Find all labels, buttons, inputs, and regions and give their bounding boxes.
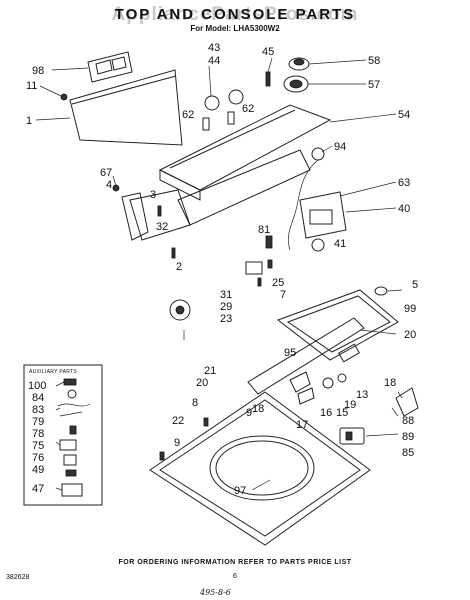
callout-78: 78 <box>32 428 44 440</box>
part-11-screw <box>60 93 68 101</box>
callout-88: 88 <box>402 415 414 427</box>
callout-18-right: 18 <box>384 377 396 389</box>
part-57-timer <box>283 75 309 93</box>
part-54-console <box>158 104 332 201</box>
callout-100: 100 <box>28 380 46 392</box>
callout-67: 67 <box>100 167 112 179</box>
callout-19: 19 <box>344 399 356 411</box>
callout-20-left: 20 <box>196 377 208 389</box>
part-88-89-parts <box>395 387 419 417</box>
page-number: 6 <box>233 573 237 580</box>
callout-20-top: 20 <box>404 329 416 341</box>
part-43-44-switches <box>202 89 244 131</box>
callout-8: 8 <box>192 397 198 409</box>
callout-62-left: 62 <box>182 109 194 121</box>
callout-83: 83 <box>32 404 44 416</box>
ordering-instruction: FOR ORDERING INFORMATION REFER TO PARTS … <box>118 559 352 566</box>
callout-41: 41 <box>334 238 346 250</box>
callout-22: 22 <box>172 415 184 427</box>
part-63-wire-harness <box>287 159 319 251</box>
callout-7: 7 <box>280 289 286 301</box>
callout-47: 47 <box>32 483 44 495</box>
callout-94: 94 <box>334 141 346 153</box>
part-81-relay <box>265 235 273 249</box>
callout-2: 2 <box>176 261 182 273</box>
part-94-switch <box>311 147 325 161</box>
part-1-rear-panel <box>69 69 183 146</box>
callout-57: 57 <box>368 79 380 91</box>
document-number: 382628 <box>6 574 30 581</box>
handwritten-note: 495-8-6 <box>200 588 231 597</box>
part-18-lid-switch <box>289 343 360 405</box>
callout-16: 16 <box>320 407 332 419</box>
callout-4: 4 <box>106 179 112 191</box>
callout-62-right: 62 <box>242 103 254 115</box>
callout-75: 75 <box>32 440 44 452</box>
callout-32: 32 <box>156 221 168 233</box>
part-8-clip <box>159 417 209 461</box>
callout-21: 21 <box>204 365 216 377</box>
callout-45: 45 <box>262 46 274 58</box>
part-21-lid-frame <box>247 317 365 395</box>
part-25-plug <box>267 259 273 269</box>
callout-9-left: 9 <box>174 437 180 449</box>
callout-85: 85 <box>402 447 414 459</box>
callout-1: 1 <box>26 115 32 127</box>
callout-43: 43 <box>208 42 220 54</box>
part-29-timer-motor <box>169 261 263 340</box>
callout-49: 49 <box>32 464 44 476</box>
callout-5: 5 <box>412 279 418 291</box>
callout-84: 84 <box>32 392 44 404</box>
leader-lines <box>35 57 403 491</box>
part-7-lid <box>276 289 399 361</box>
callout-76: 76 <box>32 452 44 464</box>
callout-81: 81 <box>258 224 270 236</box>
aux-box-title: AUXILIARY PARTS <box>29 369 77 375</box>
part-45-bolt <box>265 71 271 87</box>
callout-79: 79 <box>32 416 44 428</box>
callout-15: 15 <box>336 407 348 419</box>
part-22-washer-top <box>149 391 371 546</box>
callout-9-center: 9 <box>246 407 252 419</box>
callout-97: 97 <box>234 485 246 497</box>
part-58-knob <box>288 57 310 71</box>
watermark: AppliancePartsPros.com <box>111 4 359 25</box>
callout-99: 99 <box>404 303 416 315</box>
part-2-screw <box>171 247 176 259</box>
callout-31: 31 <box>220 289 232 301</box>
diagram-title: TOP AND CONSOLE PARTS <box>114 6 356 23</box>
callout-11: 11 <box>26 80 37 92</box>
auxiliary-parts-box: AUXILIARY PARTS <box>23 364 103 506</box>
callout-29: 29 <box>220 301 232 313</box>
part-85-connector <box>339 427 365 445</box>
callout-63: 63 <box>398 177 410 189</box>
callout-23: 23 <box>220 313 232 325</box>
part-40-assembly <box>299 191 347 252</box>
callout-18-left: 18 <box>252 403 264 415</box>
callout-40: 40 <box>398 203 410 215</box>
part-console-base <box>129 149 311 241</box>
callout-89: 89 <box>402 431 414 443</box>
callout-44: 44 <box>208 55 220 67</box>
callout-17: 17 <box>296 419 308 431</box>
callout-54: 54 <box>398 109 410 121</box>
callout-3: 3 <box>150 189 156 201</box>
callout-98: 98 <box>32 65 44 77</box>
part-67-bracket <box>112 184 149 241</box>
callout-95: 95 <box>284 347 296 359</box>
callout-25: 25 <box>272 277 284 289</box>
callout-labels: 98 11 1 43 44 45 58 57 62 62 54 94 67 4 … <box>26 42 418 497</box>
part-3-screw <box>157 205 162 217</box>
callout-13: 13 <box>356 389 368 401</box>
part-98-vent-cover <box>87 51 133 83</box>
part-99-hinge <box>374 286 388 296</box>
callout-58: 58 <box>368 55 380 67</box>
model-subtitle: For Model: LHA5300W2 <box>190 24 280 33</box>
